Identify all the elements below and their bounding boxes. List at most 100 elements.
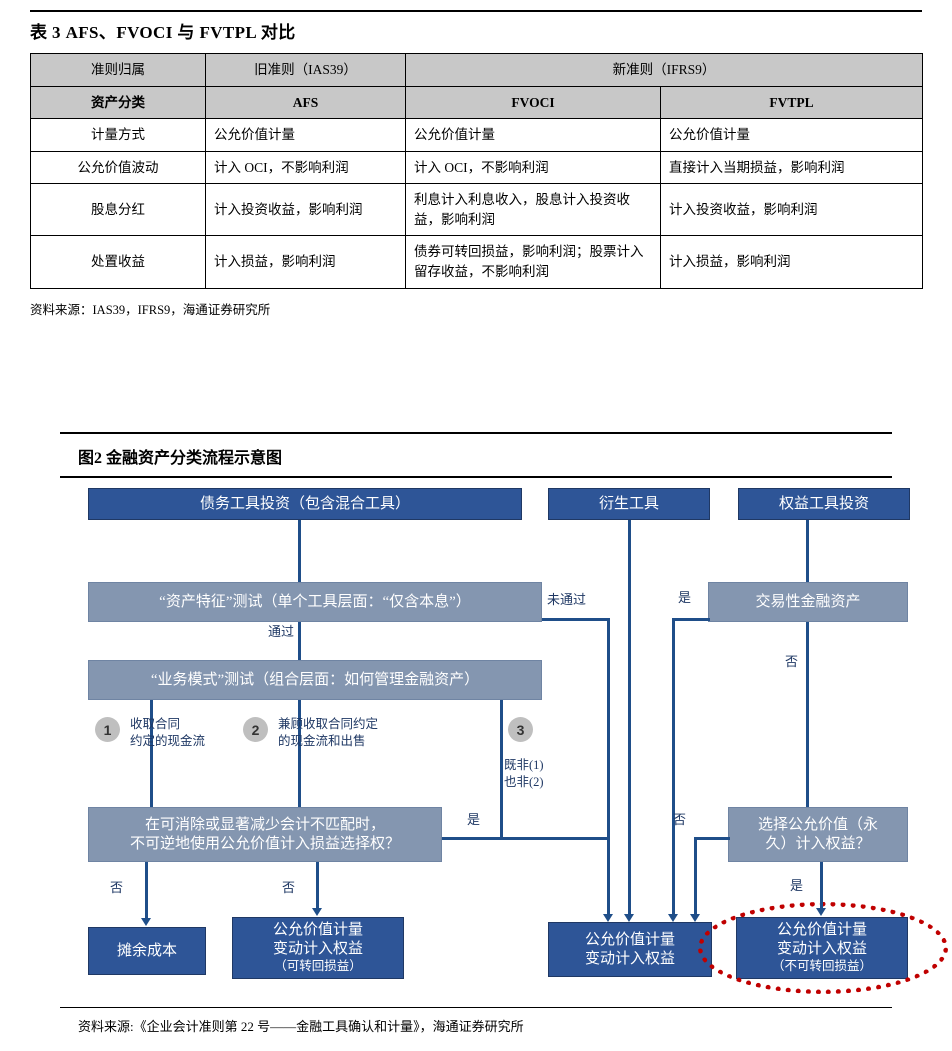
figure-top-divider (60, 432, 892, 434)
node-amortized-cost[interactable]: 摊余成本 (88, 927, 206, 975)
comparison-table-section: 表 3 AFS、FVOCI 与 FVTPL 对比 准则归属 旧准则（IAS39）… (0, 0, 952, 318)
node-business-model-test-label: “业务模式”测试（组合层面：如何管理金融资产） (150, 671, 480, 688)
node-fvoci-nonrecyclable-line2: 变动计入权益 (776, 941, 867, 958)
top-divider (30, 10, 922, 12)
cell-fvoci: 计入 OCI，不影响利润 (405, 150, 661, 185)
node-fvoci-nonrecyclable-line1: 公允价值计量 (776, 922, 867, 939)
edge-label-yes-equity: 是 (790, 878, 804, 893)
node-equity-option-question-line2: 久）计入权益？ (765, 835, 871, 852)
cell-fvtpl: 计入损益，影响利润 (660, 235, 923, 289)
edge-derivative-to-fvtpl (628, 520, 631, 918)
figure-title: 图2 金融资产分类流程示意图 (78, 450, 283, 467)
table-row: 股息分红 计入投资收益，影响利润 利息计入利息收入，股息计入投资收益，影响利润 … (30, 183, 923, 237)
edge-label-no-mid: 否 (282, 880, 296, 895)
branch-note-2: 兼顾收取合同约定 的现金流和出售 (278, 716, 378, 750)
node-fvtpl-option-question-line2: 不可逆地使用公允价值计入损益选择权？ (129, 835, 400, 852)
edge-equity-to-trading (806, 520, 809, 582)
edge-yes-trading-horizontal (672, 618, 710, 621)
flowchart-canvas: 债务工具投资（包含混合工具） 衍生工具 权益工具投资 “资产特征”测试（单个工具… (0, 432, 952, 1051)
cell-fvtpl: 公允价值计量 (660, 118, 923, 152)
edge-label-fail: 未通过 (547, 592, 587, 607)
header-cell-afs: AFS (205, 85, 406, 120)
flowchart-section: 图2 金融资产分类流程示意图 债务工具投资（包含混合工具） 衍生工具 权益工具投… (0, 432, 952, 1051)
edge-label-no-left: 否 (110, 880, 124, 895)
row-label: 股息分红 (30, 183, 206, 237)
edge-no-left (145, 862, 148, 920)
header-cell-asset-class: 资产分类 (30, 85, 206, 120)
edge-debt-to-asset-test (298, 520, 301, 582)
branch-note-2-line2: 的现金流和出售 (278, 733, 366, 748)
branch-note-1-line2: 约定的现金流 (130, 733, 206, 748)
arrowhead-no-equity (690, 914, 700, 922)
node-fvtpl-option-question[interactable]: 在可消除或显著减少会计不匹配时， 不可逆地使用公允价值计入损益选择权？ (88, 807, 442, 862)
edge-label-no-equity: 否 (673, 812, 687, 827)
cell-afs: 计入损益，影响利润 (205, 235, 406, 289)
table-row: 公允价值波动 计入 OCI，不影响利润 计入 OCI，不影响利润 直接计入当期损… (30, 150, 923, 185)
branch-circle-2: 2 (243, 717, 268, 742)
node-fvoci-nonrecyclable-sublabel: （不可转回损益） (771, 958, 872, 973)
edge-no-trading (806, 622, 809, 807)
cell-afs: 计入投资收益，影响利润 (205, 183, 406, 237)
cell-fvtpl: 直接计入当期损益，影响利润 (660, 150, 923, 185)
cell-fvoci: 债券可转回损益，影响利润；股票计入留存收益，不影响利润 (405, 235, 661, 289)
table-row: 计量方式 公允价值计量 公允价值计量 公允价值计量 (30, 118, 923, 152)
node-asset-feature-test-label: “资产特征”测试（单个工具层面：“仅含本息”） (159, 593, 471, 610)
arrowhead-yes-trading (668, 914, 678, 922)
edge-yes-opt3 (442, 837, 502, 840)
node-fvoci-recyclable-line1: 公允价值计量 (272, 922, 363, 939)
node-derivative[interactable]: 衍生工具 (548, 488, 710, 520)
node-fvtpl-option-question-line1: 在可消除或显著减少会计不匹配时， (144, 816, 385, 833)
edge-no-mid (316, 862, 319, 910)
table-title: 表 3 AFS、FVOCI 与 FVTPL 对比 (30, 23, 296, 42)
table-header-row-2: 资产分类 AFS FVOCI FVTPL (30, 85, 923, 120)
node-derivative-label: 衍生工具 (598, 495, 659, 512)
node-business-model-test[interactable]: “业务模式”测试（组合层面：如何管理金融资产） (88, 660, 542, 700)
arrowhead-no-mid (312, 908, 322, 916)
node-debt-instrument[interactable]: 债务工具投资（包含混合工具） (88, 488, 522, 520)
node-equity-instrument-label: 权益工具投资 (778, 495, 869, 512)
branch-circle-1: 1 (95, 717, 120, 742)
figure-bottom-divider (60, 1007, 892, 1008)
node-fvtpl-middle-line1: 公允价值计量 (584, 931, 675, 948)
cell-fvoci: 公允价值计量 (405, 118, 661, 152)
cell-afs: 计入 OCI，不影响利润 (205, 150, 406, 185)
figure-source-note: 资料来源:《企业会计准则第 22 号——金融工具确认和计量》，海通证券研究所 (78, 1019, 524, 1034)
table-source-note: 资料来源：IAS39，IFRS9，海通证券研究所 (30, 302, 271, 317)
branch-note-2-line1: 兼顾收取合同约定 (278, 717, 379, 731)
node-debt-instrument-label: 债务工具投资（包含混合工具） (199, 495, 410, 512)
branch-note-1-line1: 收取合同 (130, 717, 181, 731)
node-fvoci-recyclable-line2: 变动计入权益 (272, 941, 363, 958)
header-cell-new-standard: 新准则（IFRS9） (405, 53, 923, 87)
branch-note-3-line2: 也非(2) (504, 774, 544, 789)
edge-branch1 (150, 700, 153, 807)
figure-title-divider (60, 476, 892, 478)
edge-branch3-horizontal (442, 837, 607, 840)
row-label: 处置收益 (30, 235, 206, 289)
header-cell-standard-attribution: 准则归属 (30, 53, 206, 87)
cell-fvtpl: 计入投资收益，影响利润 (660, 183, 923, 237)
header-cell-fvoci: FVOCI (405, 85, 661, 120)
node-equity-instrument[interactable]: 权益工具投资 (738, 488, 910, 520)
cell-afs: 公允价值计量 (205, 118, 406, 152)
edge-branch2 (298, 700, 301, 807)
edge-label-pass: 通过 (268, 624, 295, 639)
branch-note-3: 既非(1) 也非(2) (504, 757, 544, 791)
arrowhead-yes-equity (816, 908, 826, 916)
edge-label-yes-opt3: 是 (467, 812, 481, 827)
node-fvoci-nonrecyclable[interactable]: 公允价值计量 变动计入权益 （不可转回损益） (736, 917, 908, 979)
branch-circle-3: 3 (508, 717, 533, 742)
node-amortized-cost-label: 摊余成本 (116, 942, 177, 959)
table-header-row-1: 准则归属 旧准则（IAS39） 新准则（IFRS9） (30, 53, 923, 87)
node-fvoci-recyclable[interactable]: 公允价值计量 变动计入权益 （可转回损益） (232, 917, 404, 979)
edge-label-yes-trading: 是 (678, 590, 692, 605)
node-equity-option-question[interactable]: 选择公允价值（永 久）计入权益？ (728, 807, 908, 862)
node-trading-financial-asset[interactable]: 交易性金融资产 (708, 582, 908, 622)
node-fvtpl-middle[interactable]: 公允价值计量 变动计入权益 (548, 922, 712, 977)
row-label: 公允价值波动 (30, 150, 206, 185)
node-equity-option-question-line1: 选择公允价值（永 (757, 816, 878, 833)
edge-fail-vertical (607, 618, 610, 918)
header-cell-fvtpl: FVTPL (660, 85, 923, 120)
node-fvtpl-middle-line2: 变动计入权益 (584, 950, 675, 967)
node-asset-feature-test[interactable]: “资产特征”测试（单个工具层面：“仅含本息”） (88, 582, 542, 622)
edge-label-no-trading: 否 (785, 654, 799, 669)
